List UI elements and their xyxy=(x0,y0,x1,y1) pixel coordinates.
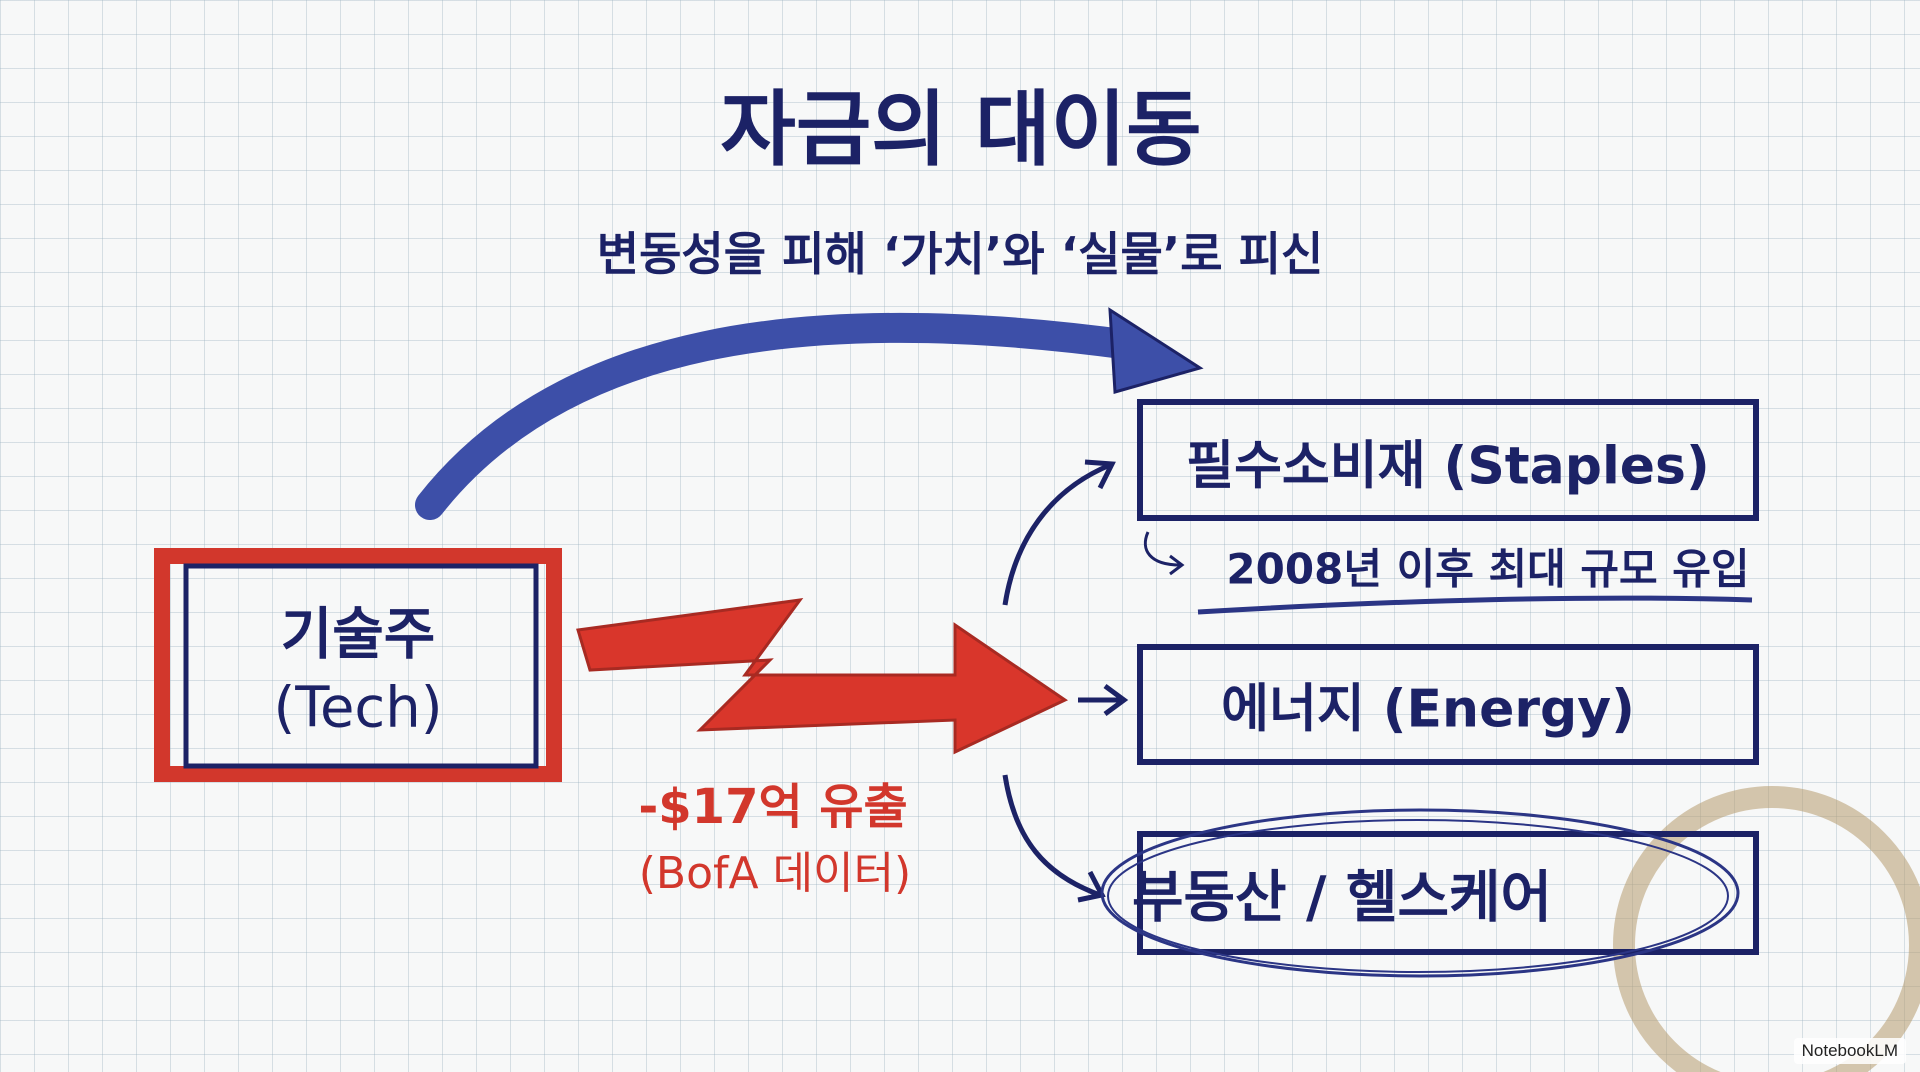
outflow-amount: -$17억 유출 xyxy=(638,779,908,835)
red-zigzag-arrow xyxy=(576,598,1069,755)
blue-arrowhead xyxy=(1108,307,1204,394)
arrow-to-realestate xyxy=(1002,774,1101,898)
tech-label: 기술주 xyxy=(280,602,436,668)
tech-label-en: (Tech) xyxy=(273,675,443,741)
staples-box xyxy=(1137,399,1759,521)
staples-note: 2008년 이후 최대 규모 유입 xyxy=(1226,544,1750,594)
subtitle: 변동성을 피해 ‘가치’와 ‘실물’로 피신 xyxy=(596,227,1324,281)
realestate-box xyxy=(1137,831,1759,955)
page-title: 자금의 대이동 xyxy=(720,82,1202,178)
coffee-stain xyxy=(1613,786,1920,1072)
tech-box-outline xyxy=(183,563,539,769)
energy-box xyxy=(1137,644,1759,765)
blue-curved-arrow xyxy=(415,312,1145,520)
hook-arrow-icon xyxy=(1143,531,1181,567)
tech-box-red-outline xyxy=(154,548,562,782)
notebooklm-watermark: NotebookLM xyxy=(1793,1038,1906,1064)
note-underline xyxy=(1197,595,1753,615)
energy-label: 에너지 (Energy) xyxy=(1221,679,1635,740)
arrow-to-staples xyxy=(1002,462,1111,606)
realestate-healthcare-label: 부동산 / 헬스케어 xyxy=(1131,865,1553,931)
outflow-source: (BofA 데이터) xyxy=(638,848,912,899)
highlight-ellipse xyxy=(1100,808,1740,978)
staples-label: 필수소비재 (Staples) xyxy=(1186,436,1710,497)
